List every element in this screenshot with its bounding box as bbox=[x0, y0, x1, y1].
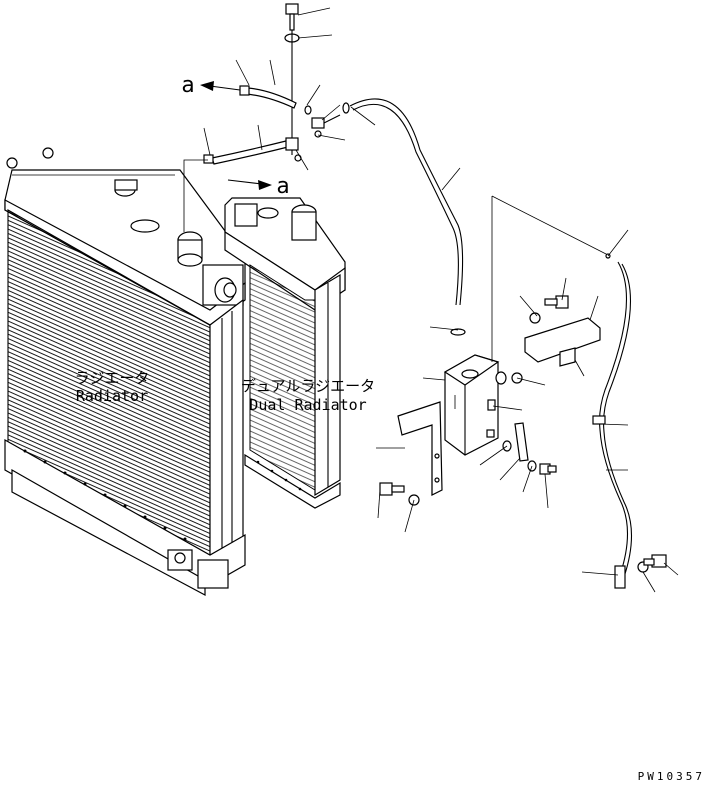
bottom-tank-bolts bbox=[23, 449, 187, 541]
callout-leaders bbox=[203, 7, 679, 593]
dual-radiator bbox=[224, 197, 346, 509]
figure-code: PW10357 bbox=[638, 770, 705, 783]
overflow-hose bbox=[592, 253, 667, 589]
ref-arrow-a-upper bbox=[200, 81, 241, 91]
dual-radiator-label-jp: デュアルラジエータ bbox=[241, 377, 375, 395]
radiator-label-en: Radiator bbox=[76, 387, 148, 405]
radiator bbox=[4, 147, 246, 597]
dual-bottom-bolts bbox=[256, 460, 302, 491]
ref-label-a-upper: a bbox=[181, 73, 194, 98]
reserve-tank bbox=[379, 195, 609, 506]
ref-label-a-lower: a bbox=[276, 174, 289, 199]
radiator-label-jp: ラジエータ bbox=[75, 369, 150, 387]
dual-radiator-label-en: Dual Radiator bbox=[249, 396, 366, 414]
vent-hose-assembly bbox=[183, 3, 466, 336]
ref-arrow-a-lower bbox=[227, 179, 272, 190]
